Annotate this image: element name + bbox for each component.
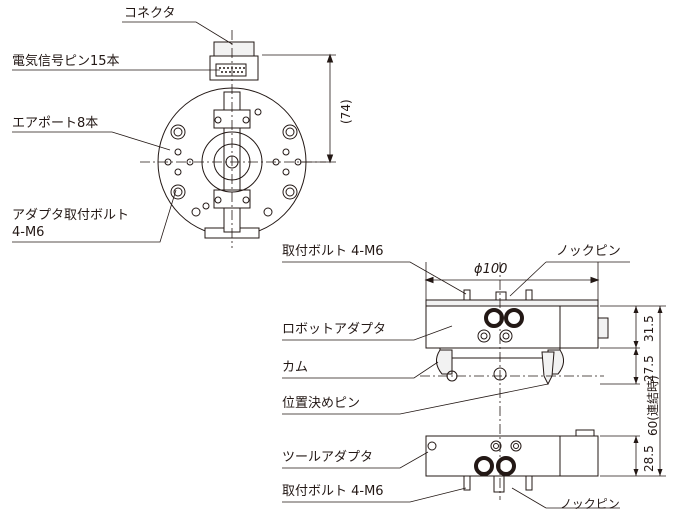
signal-pins: [219, 67, 245, 73]
dim-coupled-text: 60(連結時): [646, 375, 660, 436]
label-adapter-bolt-1: アダプタ取付ボルト: [12, 208, 130, 223]
robot-adapter-side: [559, 305, 599, 349]
top-bolt-left: [463, 289, 471, 301]
label-locating-pin: 位置決めピン: [282, 396, 361, 411]
top-view: [12, 21, 336, 248]
label-cam: カム: [282, 360, 309, 375]
label-adapter-bolt-2: 4-M6: [12, 225, 45, 240]
side-view: [282, 261, 666, 509]
adapter-bolts: [170, 124, 298, 200]
dim-robot-adapter-text: 31.5: [642, 315, 656, 342]
dim-phi100: [424, 262, 600, 302]
label-knock-pin-top: ノックピン: [556, 244, 621, 259]
top-plate: [425, 299, 599, 307]
right-dim-arrows: [633, 306, 663, 476]
top-knock-pin: [495, 291, 507, 301]
locating-pin-shape: [541, 351, 555, 386]
side-leaders: [282, 261, 630, 509]
cam-left: [436, 349, 453, 375]
top-leaders: [12, 21, 233, 243]
connector-cap: [213, 41, 255, 57]
robot-adapter-knob: [597, 317, 609, 339]
label-connector: コネクタ: [124, 6, 176, 21]
label-air-ports: エアポート8本: [12, 116, 99, 131]
label-robot-adapter: ロボットアダプタ: [282, 322, 387, 337]
label-mount-bolt-top: 取付ボルト 4-M6: [282, 244, 384, 259]
dim-diameter-text: ϕ100: [474, 262, 508, 277]
top-bolt-right: [525, 289, 533, 301]
label-tool-adapter: ツールアダプタ: [282, 450, 374, 465]
small-holes: [191, 108, 273, 217]
bottom-bolt-left: [463, 475, 471, 491]
tool-adapter-side: [559, 435, 599, 477]
bottom-knock-pin: [493, 475, 505, 493]
bottom-bolt-right: [525, 475, 533, 491]
dim-tool-adapter-text: 28.5: [642, 445, 656, 472]
tool-adapter-ports: [427, 440, 522, 476]
label-knock-pin-bottom: ノックピン: [560, 497, 620, 511]
tool-adapter-top-lip: [575, 429, 595, 437]
robot-adapter-ports: [477, 308, 524, 343]
top-centerlines: [140, 30, 326, 248]
label-signal-pins: 電気信号ピン15本: [12, 54, 120, 69]
dim-74-text: (74): [339, 99, 353, 124]
side-centerlines: [420, 262, 604, 500]
signal-pin-block: [215, 63, 247, 77]
label-mount-bolt-bottom: 取付ボルト 4-M6: [282, 484, 384, 499]
dim-74: [262, 53, 336, 164]
